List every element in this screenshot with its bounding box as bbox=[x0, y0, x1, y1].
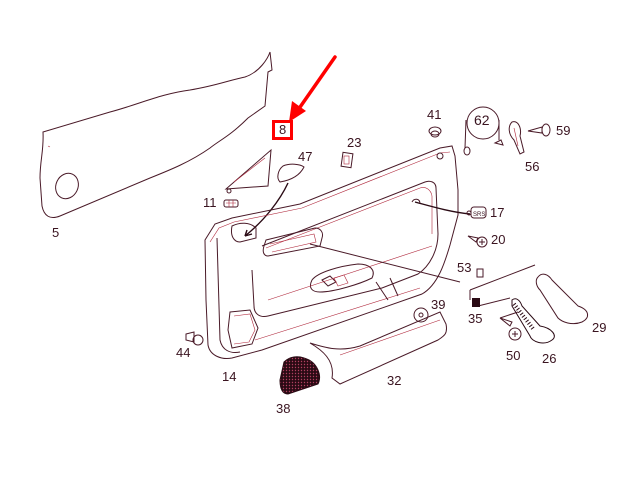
callout-5[interactable]: 5 bbox=[52, 225, 60, 240]
part-47-panel bbox=[277, 163, 305, 183]
callout-47[interactable]: 47 bbox=[298, 149, 313, 164]
part-56-lever bbox=[508, 121, 525, 155]
part-handle-trim bbox=[469, 264, 536, 307]
callout-39[interactable]: 39 bbox=[431, 297, 446, 312]
callout-56[interactable]: 56 bbox=[525, 159, 540, 174]
part-17-srs-badge: SRS bbox=[466, 206, 487, 219]
callout-50[interactable]: 50 bbox=[506, 348, 521, 363]
part-20-screw bbox=[467, 235, 488, 248]
callout-44[interactable]: 44 bbox=[176, 345, 191, 360]
callout-41[interactable]: 41 bbox=[427, 107, 442, 122]
callout-20[interactable]: 20 bbox=[491, 232, 506, 247]
part-5-liner-sheet bbox=[39, 51, 273, 219]
part-29-pull-handle bbox=[535, 273, 588, 325]
part-23-clip bbox=[340, 151, 354, 169]
callout-59[interactable]: 59 bbox=[556, 123, 571, 138]
part-44-plug bbox=[185, 331, 204, 346]
part-32-trim-strip bbox=[309, 311, 447, 385]
part-59-screw bbox=[527, 123, 551, 137]
part-39-plug bbox=[413, 307, 429, 323]
callout-11[interactable]: 11 bbox=[203, 195, 217, 210]
highlight-pointer-arrow bbox=[289, 55, 337, 122]
callout-38[interactable]: 38 bbox=[276, 401, 291, 416]
svg-text:SRS: SRS bbox=[473, 212, 485, 218]
callout-17[interactable]: 17 bbox=[490, 205, 505, 220]
callout-32[interactable]: 32 bbox=[387, 373, 402, 388]
part-38-speaker-grille bbox=[279, 356, 320, 395]
callout-26[interactable]: 26 bbox=[542, 351, 557, 366]
part-50-screw bbox=[499, 311, 522, 341]
callout-14[interactable]: 14 bbox=[222, 369, 237, 384]
callout-8-highlighted[interactable]: 8 bbox=[272, 120, 294, 140]
part-14-door-panel bbox=[204, 145, 459, 359]
part-53-clip bbox=[476, 268, 484, 278]
callout-29[interactable]: 29 bbox=[592, 320, 607, 335]
part-11-connector bbox=[223, 199, 239, 208]
part-62-bracket bbox=[463, 106, 504, 156]
callout-35[interactable]: 35 bbox=[468, 311, 483, 326]
callout-23[interactable]: 23 bbox=[347, 135, 362, 150]
part-41-grommet bbox=[428, 126, 442, 138]
part-8-triangle-cover bbox=[224, 148, 272, 194]
part-26-grip bbox=[511, 298, 555, 344]
callout-62[interactable]: 62 bbox=[474, 112, 490, 128]
callout-53[interactable]: 53 bbox=[457, 260, 472, 275]
